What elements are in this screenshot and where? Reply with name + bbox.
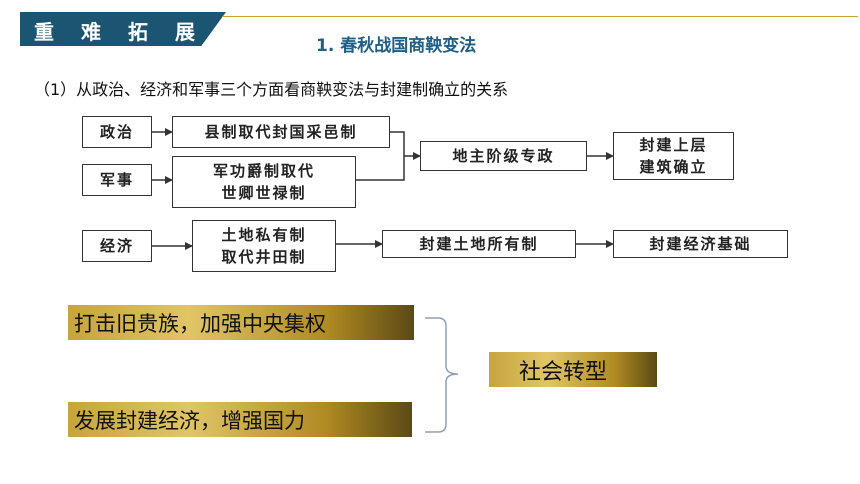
connector-county (390, 131, 405, 156)
node-private-land: 土地私有制 取代井田制 (192, 220, 336, 272)
header-tab (20, 12, 226, 46)
summary-brace (425, 317, 459, 433)
node-landlord-rule: 地主阶级专政 (420, 141, 587, 171)
node-county-system: 县制取代封国采邑制 (172, 116, 390, 148)
node-superstructure: 封建上层 建筑确立 (613, 132, 734, 180)
summary-item-2: 发展封建经济，增强国力 (68, 402, 412, 437)
subtitle: （1）从政治、经济和军事三个方面看商鞅变法与封建制确立的关系 (34, 80, 509, 99)
node-politics: 政治 (82, 116, 152, 148)
summary-item-1: 打击旧贵族，加强中央集权 (68, 305, 414, 340)
connector-merit (356, 156, 405, 181)
node-merit-rank: 军功爵制取代 世卿世禄制 (172, 156, 356, 208)
node-economy: 经济 (82, 230, 152, 262)
header-tab-label: 重难拓展 (34, 20, 222, 44)
summary-result: 社会转型 (489, 352, 657, 387)
node-feudal-land: 封建土地所有制 (382, 230, 576, 258)
node-military: 军事 (82, 164, 152, 196)
header-divider (222, 16, 858, 17)
node-feudal-economy: 封建经济基础 (613, 230, 788, 258)
section-title: 1. 春秋战国商鞅变法 (316, 36, 477, 56)
